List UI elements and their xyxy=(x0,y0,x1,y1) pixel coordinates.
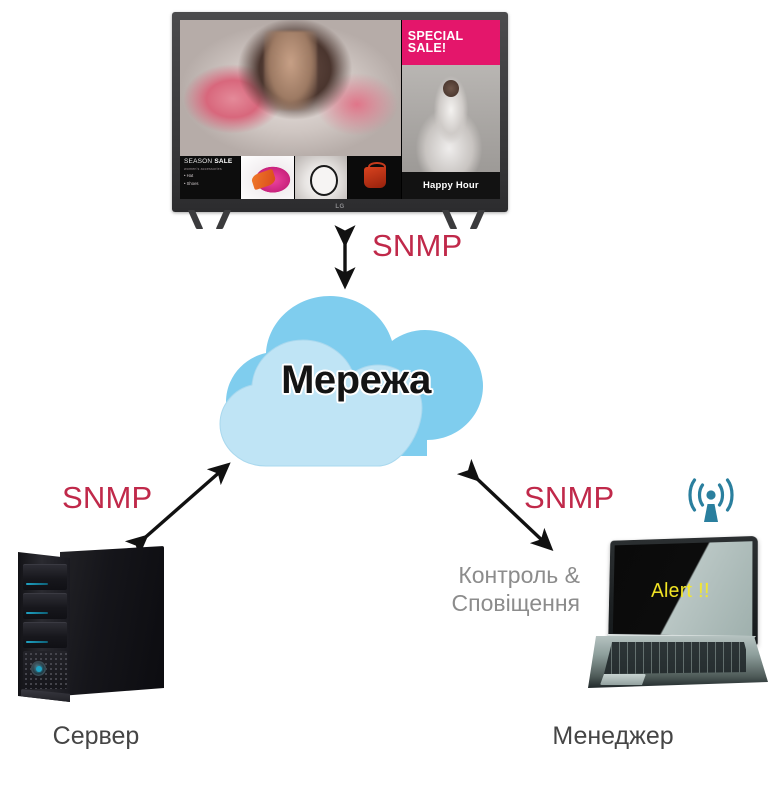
monitoring-notification-label: Контроль & Сповіщення xyxy=(352,561,581,617)
monitoring-label-line1: Контроль & xyxy=(458,562,580,588)
season-sale-title-bold: SALE xyxy=(214,158,233,166)
season-sale-subtitle: women's accessories xyxy=(184,166,222,171)
season-sale-title: SEASON SALE xyxy=(184,158,236,166)
laptop-screen: Alert !! xyxy=(612,541,753,638)
display-node: SEASON SALE women's accessories • Hat • … xyxy=(172,12,508,229)
dancer-photo xyxy=(401,64,500,173)
special-sale-line2: SALE! xyxy=(407,41,447,56)
server-node xyxy=(16,546,166,708)
server-drive-bay-3 xyxy=(23,622,67,648)
accessory-product-tile xyxy=(294,156,349,199)
season-sale-item-hat: • Hat xyxy=(184,173,194,179)
server-drive-bay-2 xyxy=(23,593,67,619)
snmp-label-display: SNMP xyxy=(372,228,463,263)
tv-foot-right xyxy=(441,210,490,229)
tv-chassis: SEASON SALE women's accessories • Hat • … xyxy=(172,12,508,212)
server-front-panel xyxy=(18,552,70,702)
alert-word: Alert xyxy=(651,579,693,602)
server-drive-bay-1 xyxy=(23,564,67,590)
snmp-label-manager: SNMP xyxy=(524,480,615,515)
laptop-trackpad[interactable] xyxy=(600,674,646,685)
manager-node: Alert !! xyxy=(582,535,768,700)
promo-strip: SEASON SALE women's accessories • Hat • … xyxy=(180,156,401,199)
server-base-trim xyxy=(21,689,70,702)
tv-screen-left-pane: SEASON SALE women's accessories • Hat • … xyxy=(180,20,401,199)
shoe-product-tile xyxy=(241,156,295,199)
alert-text: Alert !! xyxy=(613,579,752,603)
laptop-lid: Alert !! xyxy=(608,535,758,645)
snmp-label-server: SNMP xyxy=(62,480,153,515)
happy-hour-banner: Happy Hour xyxy=(401,172,500,199)
season-sale-tile: SEASON SALE women's accessories • Hat • … xyxy=(180,156,242,199)
server-power-button[interactable] xyxy=(31,661,46,676)
laptop-keyboard[interactable] xyxy=(604,642,746,674)
wifi-antenna-base xyxy=(704,504,718,522)
server-label: Сервер xyxy=(52,722,140,750)
wifi-icon xyxy=(680,472,742,528)
tv-screen: SEASON SALE women's accessories • Hat • … xyxy=(180,20,500,199)
manager-label: Менеджер xyxy=(552,722,674,750)
cloud-shape xyxy=(219,296,483,467)
season-sale-item-shoes: • Shoes xyxy=(184,181,199,187)
network-cloud: Мережа xyxy=(196,288,516,478)
alert-exclamation: !! xyxy=(698,579,710,603)
season-sale-title-prefix: SEASON xyxy=(184,158,215,166)
monitoring-label-line2: Сповіщення xyxy=(451,590,581,617)
model-photo xyxy=(180,20,401,157)
cloud-front-layer xyxy=(219,339,423,467)
tv-foot-left xyxy=(187,210,236,229)
wifi-signal-glyph xyxy=(688,478,734,522)
tv-screen-right-pane: SPECIAL SALE! Happy Hour xyxy=(400,20,500,199)
wifi-center-dot xyxy=(706,490,716,500)
handbag-product-tile xyxy=(348,156,401,199)
server-side-panel xyxy=(60,546,164,696)
tv-brand-logo: LG xyxy=(335,204,345,210)
special-sale-line1: SPECIAL xyxy=(407,28,464,43)
special-sale-banner: SPECIAL SALE! xyxy=(401,20,500,65)
